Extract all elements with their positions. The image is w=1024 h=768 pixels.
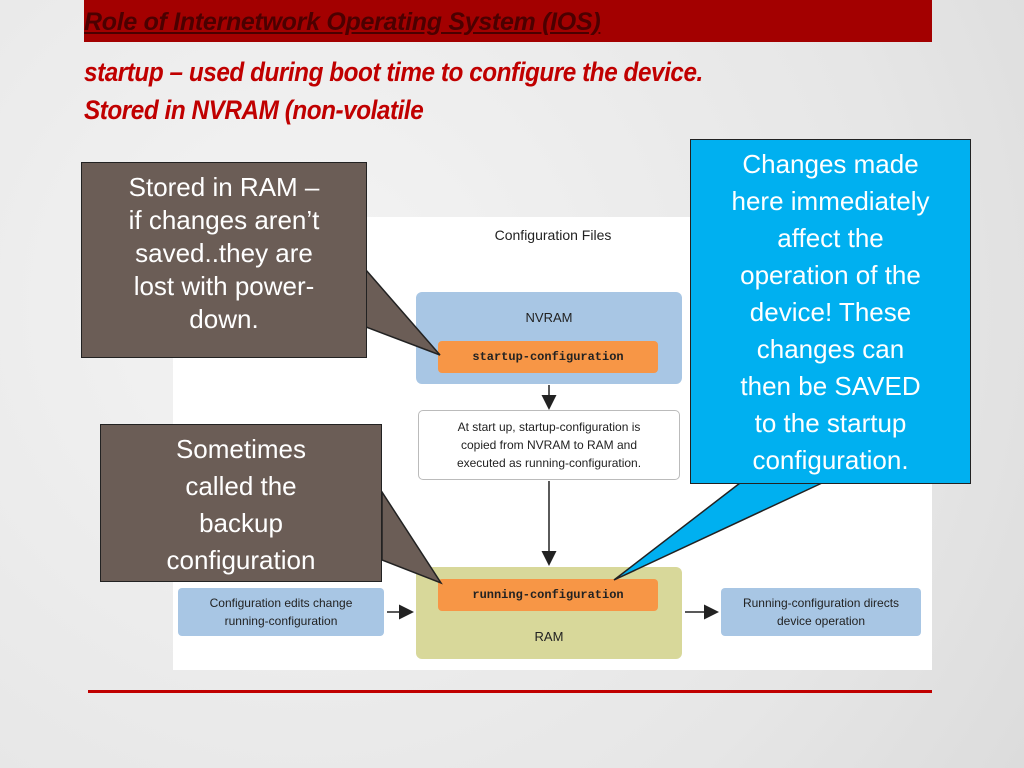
callout-line: backup xyxy=(199,508,283,538)
flow-arrows xyxy=(387,385,719,620)
callout-line: Stored in RAM – xyxy=(128,172,320,202)
callout-line: Sometimes xyxy=(175,434,307,464)
config-edits-line: running-configuration xyxy=(224,614,338,628)
note-line: copied from NVRAM to RAM and xyxy=(460,438,638,452)
config-edits-line: Configuration edits change xyxy=(209,596,353,610)
device-operation-line: Running-configuration directs xyxy=(742,596,900,610)
backup-callout-pointer xyxy=(381,489,443,585)
running-configuration-pill: running-configuration xyxy=(438,579,658,611)
bottom-divider xyxy=(88,690,932,693)
diagram-title: Configuration Files xyxy=(494,227,612,243)
callout-line: affect the xyxy=(777,223,884,253)
ram-box: running-configuration RAM xyxy=(416,567,682,659)
device-operation-line: device operation xyxy=(776,614,866,628)
callout-line: configuration xyxy=(166,545,316,575)
callout-line: operation of the xyxy=(740,260,921,290)
ram-label: RAM xyxy=(534,629,564,644)
callout-line: down. xyxy=(189,304,259,334)
startup-note-box: At start up, startup-configuration is co… xyxy=(418,410,680,480)
slide-subtitle-line-2: Stored in NVRAM (non-volatile xyxy=(84,95,424,125)
ram-callout: Stored in RAM – if changes aren’t saved.… xyxy=(81,162,367,358)
changes-callout: Changes made here immediately affect the… xyxy=(690,139,971,484)
callout-line: to the startup xyxy=(754,408,907,438)
callout-line: then be SAVED xyxy=(740,371,921,401)
callout-line: saved..they are xyxy=(135,238,313,268)
note-line: executed as running-configuration. xyxy=(456,456,642,470)
callout-line: called the xyxy=(185,471,297,501)
callout-line: Changes made xyxy=(742,149,919,179)
callout-line: configuration. xyxy=(752,445,909,475)
slide-subtitle-line-1: startup – used during boot time to confi… xyxy=(84,57,703,87)
title-bar xyxy=(84,0,932,42)
slide-title: Role of Internetwork Operating System (I… xyxy=(84,8,601,36)
callout-line: device! These xyxy=(749,297,912,327)
ram-callout-pointer xyxy=(365,267,441,356)
backup-callout: Sometimes called the backup configuratio… xyxy=(100,424,382,582)
config-edits-box: Configuration edits change running-confi… xyxy=(178,588,384,636)
startup-configuration-pill: startup-configuration xyxy=(438,341,658,373)
note-line: At start up, startup-configuration is xyxy=(457,420,641,434)
callout-line: if changes aren’t xyxy=(128,205,320,235)
nvram-box: NVRAM startup-configuration xyxy=(416,292,682,384)
nvram-label: NVRAM xyxy=(525,310,573,325)
device-operation-box: Running-configuration directs device ope… xyxy=(721,588,921,636)
changes-callout-pointer xyxy=(613,482,823,581)
callout-line: lost with power- xyxy=(133,271,315,301)
callout-line: here immediately xyxy=(731,186,930,216)
callout-line: changes can xyxy=(756,334,905,364)
